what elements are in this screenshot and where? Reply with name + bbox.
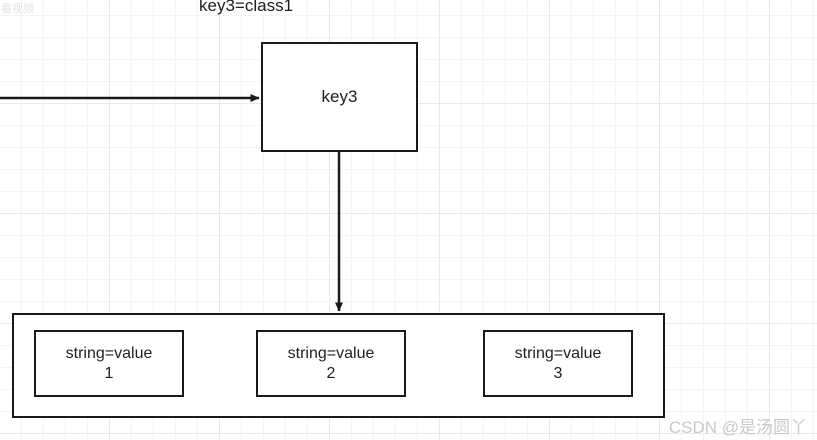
watermark-csdn: CSDN @是汤圆丫 <box>668 418 807 437</box>
node-string-value-3-line2: 3 <box>553 364 563 382</box>
node-string-value-1-line1: string=value <box>65 344 153 362</box>
watermark-top-left: 看视频 <box>1 3 34 15</box>
node-key3-label: key3 <box>321 87 358 106</box>
node-string-value-3[interactable]: string=value 3 <box>483 330 633 397</box>
node-string-value-2-line2: 2 <box>326 364 336 382</box>
node-string-value-2-line1: string=value <box>287 344 375 362</box>
node-string-value-2[interactable]: string=value 2 <box>256 330 406 397</box>
node-key3[interactable]: key3 <box>261 42 418 152</box>
top-label-key3-class1: key3=class1 <box>199 0 294 15</box>
node-string-value-1[interactable]: string=value 1 <box>34 330 184 397</box>
node-string-value-1-line2: 1 <box>104 364 114 382</box>
node-string-value-3-line1: string=value <box>514 344 602 362</box>
